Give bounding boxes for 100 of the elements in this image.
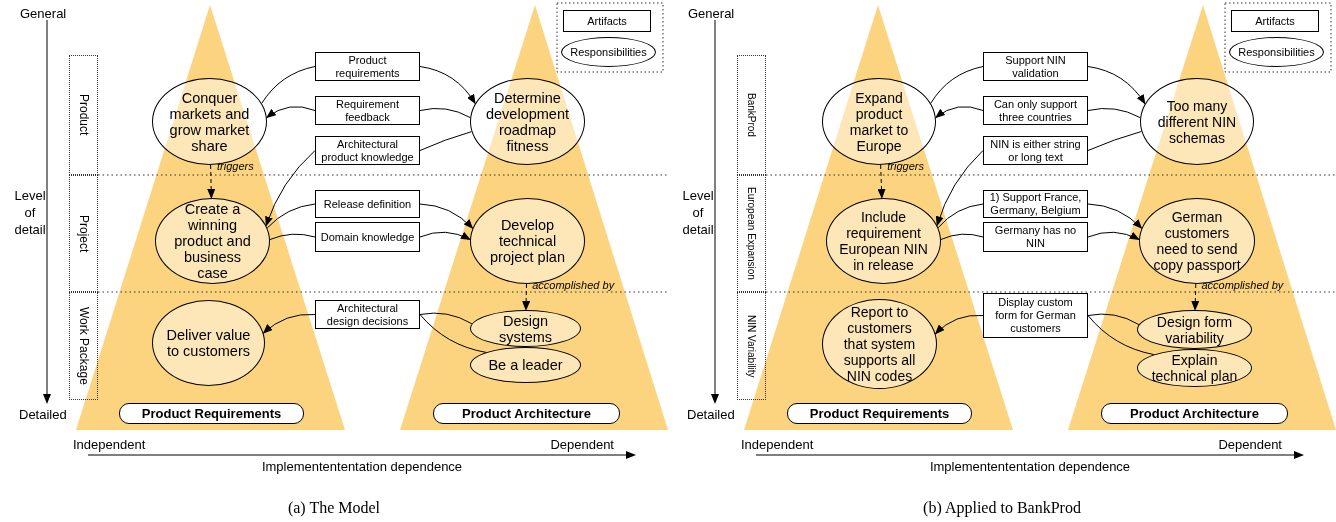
connector-line (419, 107, 471, 119)
node-text: Create a winning product and business case (173, 201, 252, 281)
arrow (419, 231, 471, 241)
legend-artifact-sample: Artifacts (563, 10, 651, 32)
node-text: Product Requirements (809, 404, 950, 423)
axis-label: Detailed (687, 406, 736, 424)
node-text: Too many different NIN schemas (1156, 97, 1238, 146)
connector-line (937, 203, 984, 229)
artifact-box (315, 52, 420, 81)
node-text: Release definition (323, 197, 412, 211)
node-text: Display custom form for German customers (994, 296, 1077, 335)
axis-label: (a) The Model (286, 498, 382, 519)
node-text: Deliver value to customers (165, 327, 252, 359)
pyramid-title (119, 403, 304, 424)
artifact-box (983, 136, 1088, 165)
edge-label: accomplished by (532, 279, 615, 292)
level-band (69, 292, 98, 400)
axis-label: Dependent (1217, 436, 1282, 454)
connector-line (419, 314, 487, 353)
arrow (936, 150, 984, 227)
edge-label: triggers (887, 160, 924, 173)
node-text: Requirement feedback (335, 97, 400, 124)
node-text: Architectural design decisions (325, 301, 410, 328)
dashed-arrow (877, 164, 886, 199)
node-text: 1) Support France, Germany, Belgium (988, 191, 1083, 217)
node-text: Expand product market to Europe (848, 89, 910, 154)
node-text: Include requirement European NIN in release (839, 209, 928, 273)
arrow (265, 150, 316, 227)
arrow (934, 106, 984, 119)
level-band (69, 55, 98, 175)
node-text: Determine development roadmap fitness (485, 89, 570, 154)
connector-line (266, 203, 316, 229)
axis-label: Dependent (549, 436, 614, 454)
node-text: German customers need to send copy passport (1152, 209, 1242, 273)
node-text: Be a leader (488, 357, 563, 373)
node-text: Support NIN validation (1004, 53, 1067, 80)
arrow (934, 314, 984, 335)
node-text: Product Architecture (1130, 404, 1259, 423)
node-text: NIN is either string or long text (989, 137, 1082, 164)
arrow (265, 106, 316, 119)
node-text: Product (75, 94, 92, 136)
node-text: Project (75, 214, 92, 253)
node-text: Develop technical project plan (489, 217, 566, 265)
node-text: Product requirements (334, 53, 401, 80)
edge-label: triggers (217, 160, 254, 173)
artifact-box (315, 222, 420, 252)
level-band (737, 292, 766, 400)
axis-label: Independent (741, 436, 815, 454)
pyramid-title (1101, 403, 1288, 424)
artifact-box (315, 96, 420, 125)
artifact-box (315, 136, 420, 165)
node-text: Product Architecture (462, 404, 591, 423)
arrow (1087, 203, 1143, 229)
artifact-box (983, 293, 1088, 338)
axis-label: Implementententation dependence (260, 458, 464, 476)
artifact-box (315, 300, 420, 329)
node-text: Conquer markets and grow market share (168, 89, 251, 154)
node-text: BankProd (745, 93, 758, 137)
axis-label: (b) Applied to BankProd (922, 498, 1082, 519)
node-text: Domain knowledge (320, 230, 415, 244)
node-text: Explain technical plan (1150, 352, 1239, 384)
artifact-box (983, 52, 1088, 81)
dashed-arrow (522, 283, 531, 311)
node-text: Can only support three countries (992, 97, 1079, 124)
axis-label: Level of detail (13, 187, 47, 238)
axis-label: Level of detail (681, 187, 715, 238)
node-text: Design form variability (1155, 313, 1234, 346)
artifact-box (983, 222, 1088, 252)
axis-label: Implementententation dependence (928, 458, 1132, 476)
artifact-box (983, 190, 1088, 218)
arrow (419, 66, 476, 105)
node-text: Work Package (75, 307, 92, 385)
legend-responsibility-sample: Responsibilities (561, 37, 656, 67)
level-band (737, 55, 766, 175)
pyramid-title (787, 403, 972, 424)
connector-line (1087, 107, 1141, 119)
axis-label: General (20, 5, 68, 23)
connector-line (419, 131, 473, 151)
dashed-arrow (1191, 283, 1200, 311)
connector-line (269, 233, 316, 240)
node-text: Architectural product knowledge (320, 137, 415, 164)
node-text: Report to customers that system supports all NIN codes (842, 304, 917, 384)
axis-label: Independent (73, 436, 147, 454)
node-text: Product Requirements (141, 404, 282, 423)
axis-label: General (688, 5, 736, 23)
connector-line (261, 66, 316, 104)
legend-artifact-sample: Artifacts (1231, 10, 1319, 32)
node-text: Design systems (497, 312, 554, 345)
axis-label: Detailed (19, 406, 68, 424)
level-band (69, 175, 98, 292)
arrow (419, 203, 474, 229)
connector-line (1087, 313, 1140, 326)
legend-responsibility-sample: Responsibilities (1229, 37, 1324, 67)
connector-line (930, 66, 984, 104)
arrow (1087, 66, 1146, 105)
connector-line (940, 233, 984, 240)
dashed-arrow (207, 164, 216, 199)
arrow (1087, 231, 1140, 241)
edge-label: accomplished by (1201, 279, 1284, 292)
connector-line (1087, 130, 1142, 151)
